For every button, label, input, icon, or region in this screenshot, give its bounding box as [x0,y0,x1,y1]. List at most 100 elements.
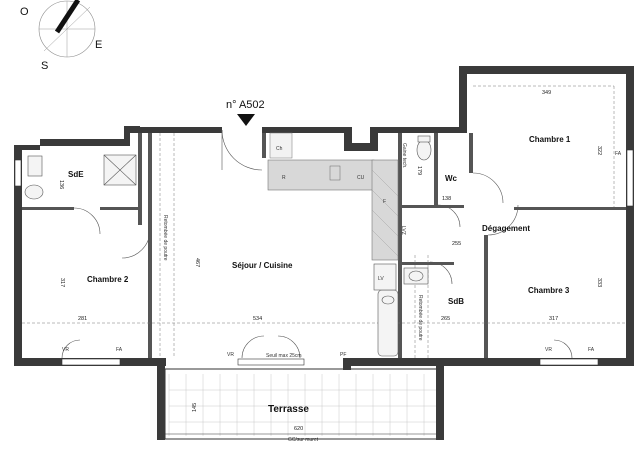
kitchen-counter: R CU F Ch [267,132,399,261]
window-chambre1 [626,149,634,207]
window-chambre2 [61,358,121,366]
terrace-door-right-swing [277,335,301,359]
dim-wc-depth: 179 [416,166,422,175]
compass-diag [43,6,91,52]
wall-sdb-top [402,262,454,265]
compass-needle [54,0,81,34]
wall-notch-bottom [352,143,374,151]
wall-left [14,145,22,366]
room-label-degagement: Dégagement [482,224,530,233]
wall-chambre3-left [484,235,488,358]
vr-label-chambre3: VR [545,347,552,353]
terrace-door-left-swing [241,335,265,359]
oven-label: F [383,199,386,205]
dim-chambre3-width: 317 [549,316,558,322]
room-label-sejour: Séjour / Cuisine [232,261,293,270]
fixtures [24,135,432,357]
dim-sejour-depth: 467 [194,258,200,267]
fridge-label: R [282,175,286,181]
room-label-chambre1: Chambre 1 [529,135,571,144]
wall-chambre1-leftinner [469,133,473,173]
wall-right [626,66,634,366]
wall-sde-right [138,133,142,225]
dim-sde-depth: 136 [58,180,64,189]
room-label-sde: SdE [68,170,84,179]
terrace-label: Terrasse [268,404,309,415]
gaine-label: LVZ [400,226,406,235]
room-label-sdb: SdB [448,297,464,306]
kitchen-counter-side [371,159,399,261]
door-swings [61,129,573,359]
fa-label-chambre1: FA [615,151,622,157]
dim-chambre1-width: 349 [542,90,551,96]
sde-washbasin-icon [24,184,44,200]
wall-top-right [370,127,465,133]
terrace-tiles [168,374,436,436]
terrace-outline [164,368,441,440]
terrace-right-wall [436,366,444,440]
chambre1-door-swing [472,172,504,204]
wall-top-center-right [262,127,350,133]
sdb-door-swing [429,261,453,285]
wall-chambre1-top [459,66,634,74]
seuil-label: Seuil max 25cm [266,353,302,359]
dim-sejour-width: 534 [253,316,262,322]
chambre2-door-swing [121,229,151,259]
pf-label-sejour: PF [340,352,346,358]
dim-chambre1-depth: 322 [596,146,602,155]
dim-wc-width: 138 [442,196,451,202]
sde-door-swing [73,207,101,235]
chambre3-door-swing [487,204,519,236]
fa-label-chambre3: FA [588,347,595,353]
dim-degagement-width: 255 [452,241,461,247]
room-label-wc: Wc [445,174,458,183]
sde-washbasin-counter [27,155,43,177]
room-label-chambre2: Chambre 2 [87,275,129,284]
window-sde [14,159,22,187]
terrace: Terrasse 145 620 GC/sur muret [157,366,444,443]
wall-kitchen-left [262,133,266,158]
outer-walls [14,66,634,370]
dim-chambre2-width: 281 [78,316,87,322]
wall-chambre1-left [459,66,467,133]
wc-door-swing [437,204,461,228]
wall-bottom-pier-left [157,358,165,370]
unit-label: n° A502 [226,99,265,111]
windows [14,149,634,366]
cooktop-label: CU [357,175,365,181]
chambre2-window-swing [61,339,81,359]
wall-sdb-left [398,133,402,358]
compass: O E S [20,0,102,72]
toilet-tank [417,135,431,143]
dim-chambre3-depth: 333 [596,278,602,287]
wall-sde-bottom-right [100,207,138,210]
entrance-arrow-icon [237,114,255,126]
beams [22,85,626,358]
wall-bottom-right [343,358,634,366]
dim-terrace-depth: 145 [192,403,198,412]
beam-label-left: Retombée de poutre [162,215,168,261]
counter-hatch [371,169,399,257]
wall-wc-bottom [402,205,464,208]
sdb-washbasin-bowl [408,270,424,282]
vr-label-chambre2: VR [62,347,69,353]
room-label-chambre3: Chambre 3 [528,286,570,295]
wall-chambre2-right [148,133,152,358]
compass-east-letter: E [95,39,102,51]
wall-chambre1-bottom [514,207,626,210]
washing-machine-icon [373,263,397,291]
lv-label: LV [378,276,384,282]
wall-sde-bottom-left [22,207,74,210]
gaine-tech-label: Gaine tech. [401,143,407,169]
toilet-icon [416,139,432,161]
wall-notch-right [370,127,378,151]
terrace-left-wall [157,366,165,440]
entry-door-swing [221,129,263,171]
window-sejour [237,358,305,366]
compass-north-letter: O [20,6,29,18]
inner-walls [22,133,626,358]
dim-chambre2-depth: 317 [59,278,65,287]
chambre3-window-swing [553,339,573,359]
vr-label-sejour: VR [227,352,234,358]
